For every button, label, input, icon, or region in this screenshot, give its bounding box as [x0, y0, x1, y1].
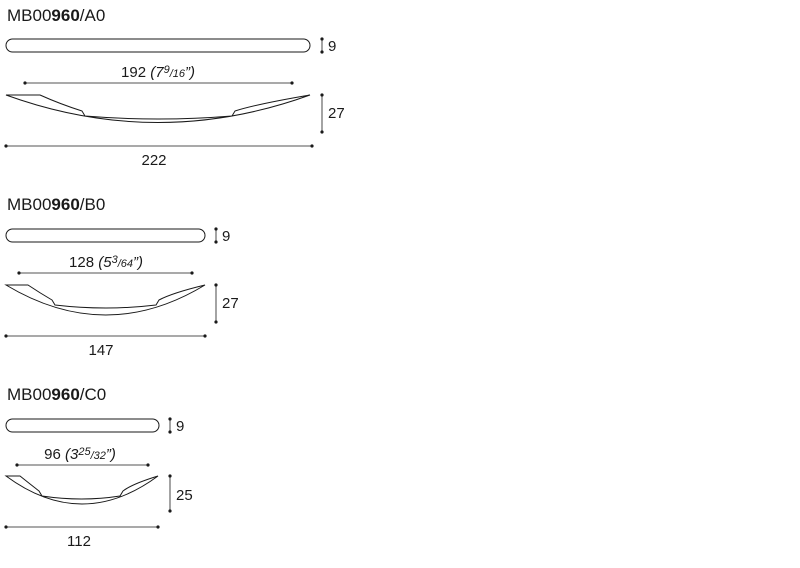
model-b0-length-label: 147: [88, 342, 113, 359]
model-b0-center-distance-label: 128 (53/64”): [69, 254, 143, 271]
model-a0-length-label: 222: [141, 152, 166, 169]
model-b0-thickness-dimension: [214, 227, 218, 244]
model-a0-height-label: 27: [328, 105, 345, 122]
model-b0-code: MB00960/B0: [7, 195, 105, 214]
model-a0-thickness-label: 9: [328, 38, 336, 55]
model-b0-side-profile: [4, 284, 206, 316]
model-c0-thickness-dimension: [168, 417, 172, 434]
model-c0-height-label: 25: [176, 487, 193, 504]
model-c0-top-view: [5, 418, 160, 433]
model-c0: MB00960/C0 9 96 (325/32”) 25 112: [4, 385, 193, 550]
model-a0-top-view: [5, 38, 311, 53]
model-b0-height-dimension: [214, 283, 218, 324]
model-a0-thickness-dimension: [320, 37, 324, 54]
model-c0-center-distance-dimension: [15, 463, 150, 467]
model-c0-thickness-label: 9: [176, 418, 184, 435]
model-c0-length-dimension: [4, 525, 160, 529]
model-b0-length-dimension: [4, 334, 207, 338]
model-b0-center-distance-dimension: [17, 271, 194, 275]
model-b0: MB00960/B0 9 128 (53/64”) 27 147: [4, 195, 239, 359]
model-c0-length-label: 112: [67, 533, 91, 550]
model-c0-code: MB00960/C0: [7, 385, 106, 404]
model-a0-center-distance-dimension: [23, 81, 294, 85]
model-c0-side-profile: [4, 475, 159, 505]
model-a0-side-profile: [5, 94, 311, 123]
model-a0-height-dimension: [320, 93, 324, 134]
model-b0-height-label: 27: [222, 295, 239, 312]
model-a0-length-dimension: [4, 144, 314, 148]
model-b0-top-view: [5, 228, 206, 243]
model-c0-height-dimension: [168, 474, 172, 513]
model-c0-center-distance-label: 96 (325/32”): [44, 446, 116, 463]
model-a0-code: MB00960/A0: [7, 6, 105, 25]
model-b0-thickness-label: 9: [222, 228, 230, 245]
model-a0: MB00960/A0 9 192 (79/16”) 27 222: [4, 6, 345, 169]
model-a0-center-distance-label: 192 (79/16”): [121, 64, 195, 81]
